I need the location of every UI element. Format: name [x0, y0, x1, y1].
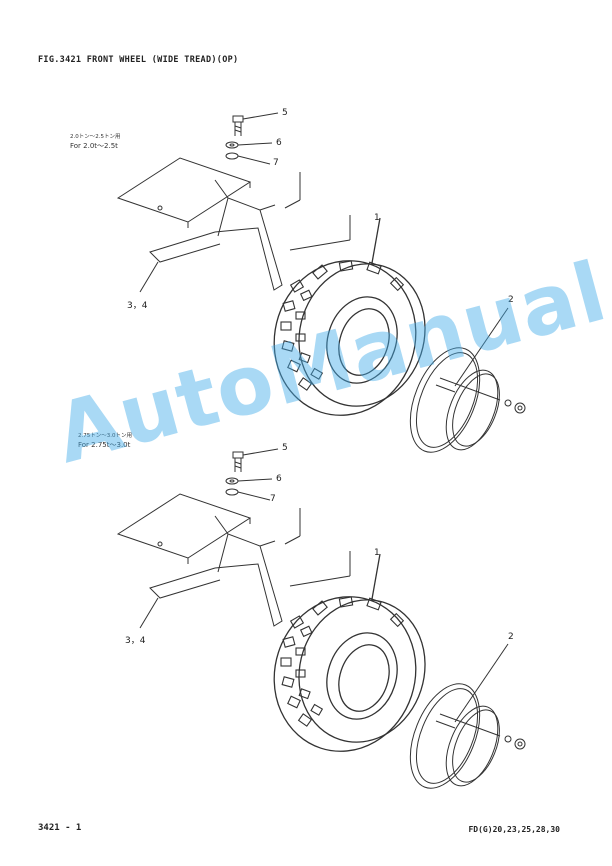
callout-washer: 6 — [276, 474, 282, 484]
upper-wheel-assembly — [117, 112, 526, 463]
callout-lock: 7 — [273, 158, 279, 168]
callout-tire: 1 — [374, 548, 380, 558]
callout-bolt: 5 — [282, 108, 288, 118]
callout-tire: 1 — [374, 213, 380, 223]
page-number: 3421 - 1 — [38, 823, 82, 833]
callout-washer: 6 — [276, 138, 282, 148]
callout-lock: 7 — [270, 494, 276, 504]
capacity-note-upper: 2.0トン～2.5トン用 For 2.0t～2.5t — [70, 133, 121, 151]
capacity-note-jp: 2.75トン～3.0トン用 — [78, 433, 132, 439]
capacity-note-jp: 2.0トン～2.5トン用 — [70, 134, 121, 140]
capacity-note-lower: 2.75トン～3.0トン用 For 2.75t～3.0t — [78, 432, 132, 450]
capacity-note-en: For 2.0t～2.5t — [70, 142, 118, 150]
callout-support: 3，4 — [125, 636, 146, 646]
callout-support: 3，4 — [127, 301, 148, 311]
callout-rim: 2 — [508, 295, 514, 305]
callout-bolt: 5 — [282, 443, 288, 453]
callout-rim: 2 — [508, 632, 514, 642]
capacity-note-en: For 2.75t～3.0t — [78, 441, 131, 449]
model-list: FD(G)20,23,25,28,30 — [468, 825, 560, 834]
lower-wheel-assembly — [117, 448, 526, 799]
figure-title: FIG.3421 FRONT WHEEL (WIDE TREAD)(OP) — [38, 55, 239, 65]
